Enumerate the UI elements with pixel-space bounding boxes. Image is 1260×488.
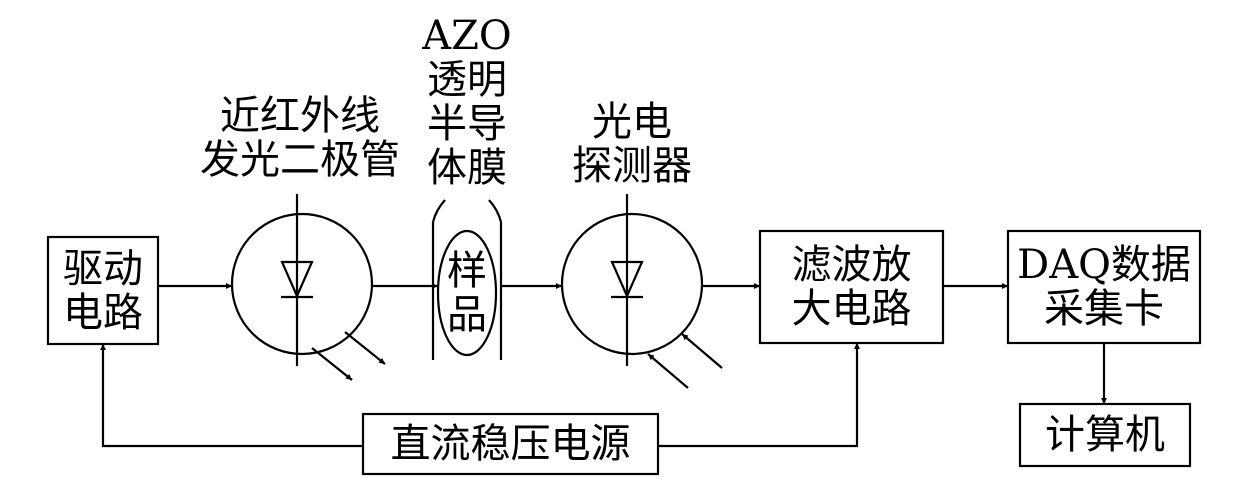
film-label-line-4: 体膜 xyxy=(427,145,507,191)
detector-label-line-1: 光电 xyxy=(592,99,672,145)
sample-label: 样 品 xyxy=(437,249,497,337)
daq-line-1: DAQ数据 xyxy=(1017,242,1191,288)
power-to-driver-line xyxy=(100,344,363,448)
led-circle xyxy=(230,212,374,356)
led-emission-arrow-2 xyxy=(344,331,386,365)
sample-label-line-1: 样 xyxy=(447,248,487,294)
sample-label-line-2: 品 xyxy=(447,292,487,338)
detector-circle xyxy=(560,212,704,356)
filter-amp-label: 滤波放 大电路 xyxy=(760,243,943,331)
detector-incident-arrow-2 xyxy=(681,333,723,369)
detector-diode-symbol xyxy=(610,260,644,299)
film-right-brace xyxy=(488,199,503,223)
power-supply-box xyxy=(361,412,660,476)
driver-circuit-label: 驱动 电路 xyxy=(48,247,158,335)
led-emission-arrow-1 xyxy=(311,347,353,381)
led-label-line-2: 发光二极管 xyxy=(200,137,400,183)
daq-card-label: DAQ数据 采集卡 xyxy=(1008,243,1200,331)
computer-label: 计算机 xyxy=(1045,412,1165,458)
sample-ellipse xyxy=(436,229,498,357)
driver-line-2: 电路 xyxy=(63,290,143,336)
filter-amp-line-1: 滤波放 xyxy=(791,242,912,288)
led-label-line-1: 近红外线 xyxy=(220,93,380,139)
power-to-amp-line xyxy=(658,343,860,448)
film-label-line-1: AZO xyxy=(422,13,512,59)
led-diode-symbol xyxy=(280,260,314,299)
detector-label-line-2: 探测器 xyxy=(572,143,692,189)
filter-amp-line-2: 大电路 xyxy=(791,286,912,332)
detector-label: 光电 探测器 xyxy=(562,100,702,188)
film-left-brace xyxy=(431,199,446,223)
film-label: AZO 透明 半导 体膜 xyxy=(407,14,527,190)
led-label: 近红外线 发光二极管 xyxy=(180,94,420,182)
film-label-line-2: 透明 xyxy=(427,57,507,103)
daq-line-2: 采集卡 xyxy=(1044,286,1164,332)
detector-incident-arrow-1 xyxy=(647,353,689,389)
film-label-line-3: 半导 xyxy=(427,101,507,147)
power-supply-label: 直流稳压电源 xyxy=(390,421,631,467)
driver-line-1: 驱动 xyxy=(63,246,143,292)
